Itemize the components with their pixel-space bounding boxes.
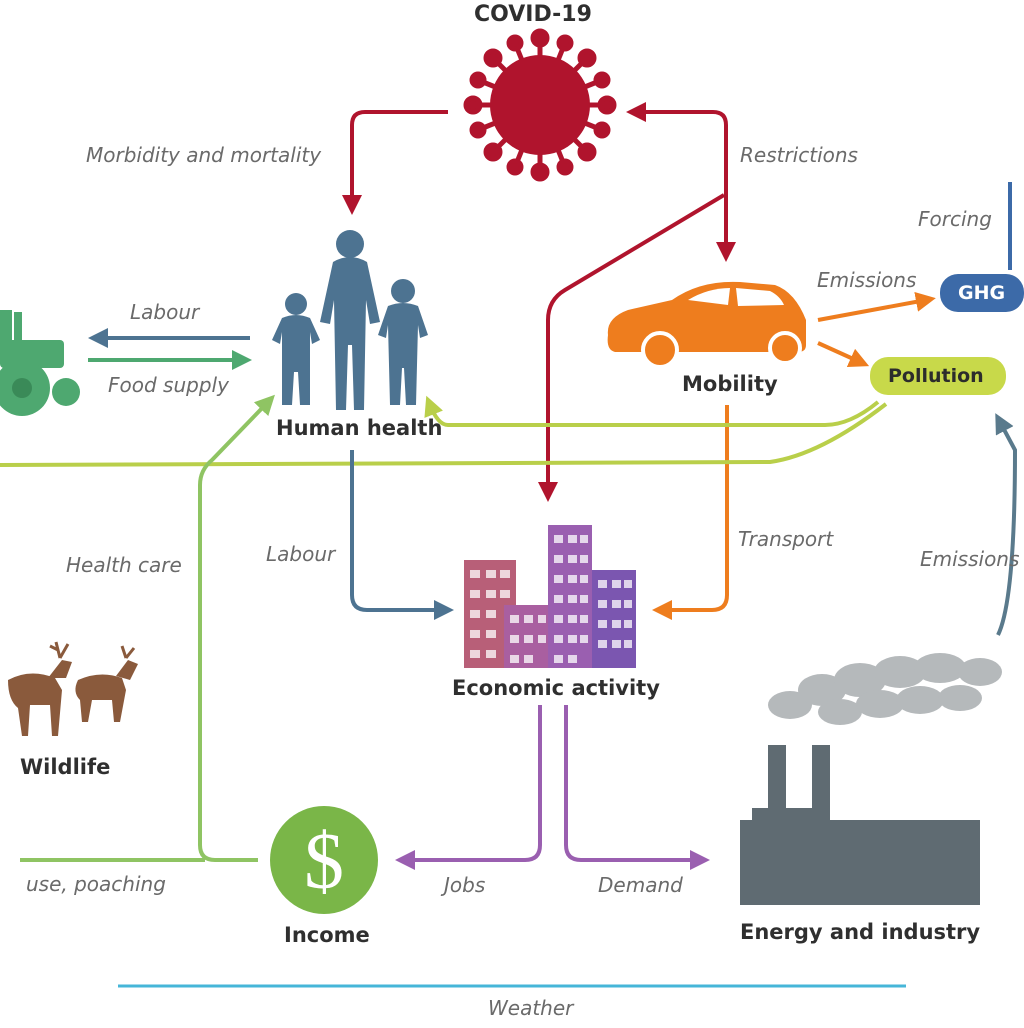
wildlife-label: Wildlife	[20, 755, 111, 779]
tractor-arrows	[88, 328, 252, 370]
buildings-icon	[464, 525, 636, 668]
ghg-lines	[995, 182, 1018, 636]
income-arrows	[20, 394, 275, 862]
wildlife-deer-icon	[8, 641, 138, 736]
ghg-badge-label: GHG	[958, 282, 1006, 304]
economy-arrows	[395, 705, 710, 870]
covid-arrows	[342, 102, 736, 502]
covid-virus-icon	[463, 28, 617, 182]
demand-label: Demand	[598, 873, 683, 897]
covid-title: COVID-19	[474, 2, 592, 27]
factory-icon	[740, 653, 1002, 905]
forcing-label: Forcing	[918, 207, 992, 231]
energy-industry-label: Energy and industry	[740, 920, 981, 944]
transport-label: Transport	[738, 527, 834, 551]
ghg-badge: GHG	[940, 274, 1024, 312]
morbidity-label: Morbidity and mortality	[86, 143, 322, 167]
restrictions-label: Restrictions	[740, 143, 858, 167]
food-supply-label: Food supply	[108, 373, 229, 397]
labour-label-left: Labour	[130, 300, 200, 324]
income-coin-icon: $	[270, 806, 378, 914]
tractor-icon	[0, 310, 80, 416]
dollar-symbol: $	[304, 818, 344, 906]
income-label: Income	[284, 923, 370, 947]
weather-label: Weather	[488, 996, 574, 1020]
mobility-label: Mobility	[682, 372, 778, 396]
economic-activity-label: Economic activity	[452, 676, 660, 700]
health-care-label: Health care	[66, 553, 182, 577]
car-icon	[607, 281, 806, 369]
emissions-label-right: Emissions	[920, 547, 1020, 571]
use-poaching-label: use, poaching	[26, 872, 166, 896]
family-icon	[272, 230, 428, 410]
mobility-arrows	[652, 291, 936, 620]
pollution-badge: Pollution	[870, 357, 1006, 395]
jobs-label: Jobs	[444, 873, 486, 897]
pollution-badge-label: Pollution	[888, 365, 984, 387]
labour-arrow	[350, 450, 454, 620]
human-health-label: Human health	[276, 416, 443, 440]
emissions-label-top: Emissions	[817, 268, 917, 292]
pollution-arrows	[0, 395, 888, 467]
labour-label-mid: Labour	[266, 542, 336, 566]
